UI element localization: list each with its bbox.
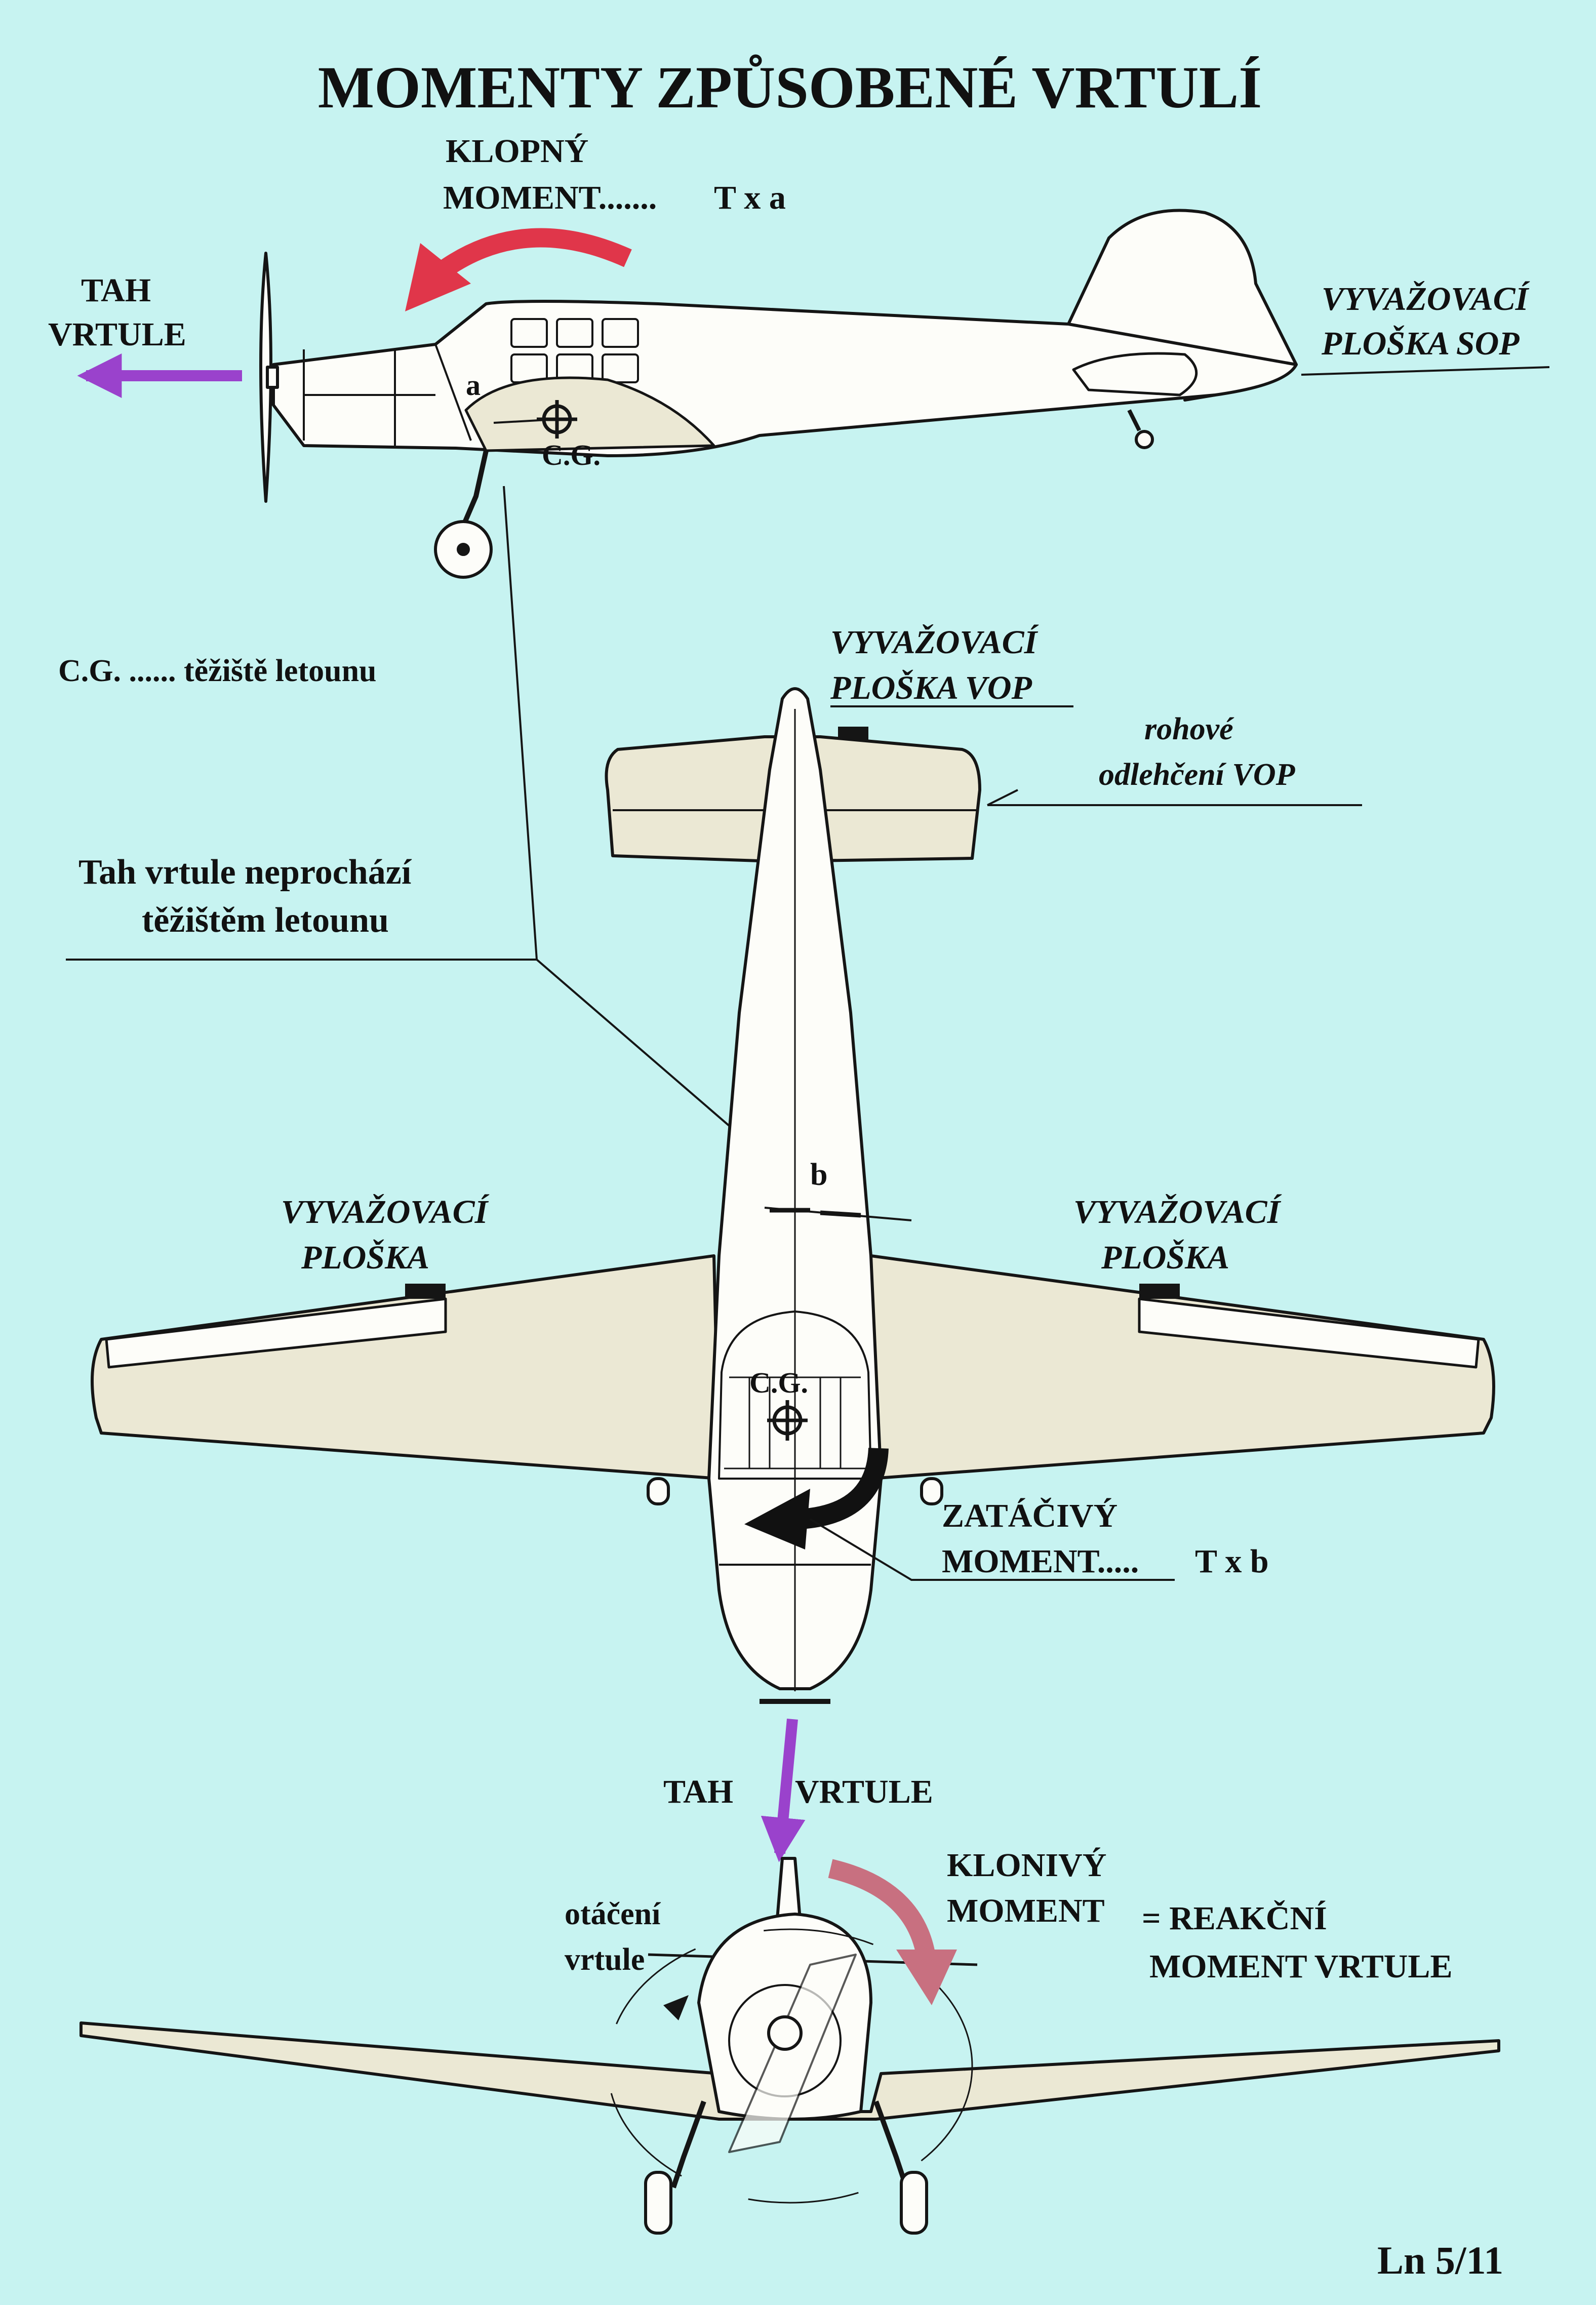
trim-left-label-1: VYVAŽOVACÍ xyxy=(281,1194,490,1230)
cg-legend: C.G. ...... těžiště letounu xyxy=(58,654,377,688)
side-stabilizer xyxy=(1072,352,1198,396)
side-wing xyxy=(464,376,715,452)
pitch-moment-label-2: MOMENT....... xyxy=(443,179,657,216)
roll-moment-label-2: MOMENT xyxy=(947,1892,1105,1929)
top-thrust-arrow xyxy=(761,1718,806,1862)
horn-label-1: rohové xyxy=(1144,712,1234,746)
rotation-arrow xyxy=(663,1995,689,2020)
top-thrust-word-2: VRTULE xyxy=(795,1773,933,1810)
top-canopy xyxy=(718,1310,872,1480)
side-thrust-label-1: TAH xyxy=(81,272,151,309)
front-right-wheel xyxy=(900,2171,928,2235)
trim-sop-leader xyxy=(1301,366,1550,376)
thrust-line-leader xyxy=(503,486,816,1201)
reaction-label-2: MOMENT VRTULE xyxy=(1149,1948,1452,1985)
side-view-aircraft xyxy=(259,209,1298,579)
trim-left-label-2: PLOŠKA xyxy=(301,1239,429,1276)
trim-sop-label-2: PLOŠKA SOP xyxy=(1321,325,1520,362)
pitch-formula: T x a xyxy=(714,179,786,216)
page-title: MOMENTY ZPŮSOBENÉ VRTULÍ xyxy=(318,54,1262,121)
left-trim-tab xyxy=(105,1297,447,1369)
note-line-2: těžištěm letounu xyxy=(142,901,389,940)
top-arm-label: b xyxy=(810,1158,827,1192)
horn-label-2: odlehčení VOP xyxy=(1099,758,1296,792)
top-left-wing xyxy=(91,1254,721,1480)
trim-vop-label-2: PLOŠKA VOP xyxy=(830,669,1032,706)
trim-sop-label-1: VYVAŽOVACÍ xyxy=(1322,281,1530,317)
front-view-aircraft xyxy=(79,1857,1500,2235)
top-thrust-word-1: TAH xyxy=(663,1773,733,1810)
page-reference: Ln 5/11 xyxy=(1377,2238,1503,2282)
side-arm-label: a xyxy=(466,369,481,402)
yaw-moment-label-1: ZATÁČIVÝ xyxy=(942,1497,1118,1534)
side-thrust-label-2: VRTULE xyxy=(48,316,186,353)
pitch-moment-arrow xyxy=(440,228,632,276)
rotation-label-1: otáčení xyxy=(565,1897,661,1931)
trim-right-label-2: PLOŠKA xyxy=(1101,1239,1229,1276)
top-view-aircraft xyxy=(91,687,1495,1704)
vop-trim-actuator xyxy=(838,727,868,740)
reaction-label-1: = REAKČNÍ xyxy=(1142,1900,1327,1937)
trim-vop-label-1: VYVAŽOVACÍ xyxy=(830,624,1039,661)
roll-moment-arrow xyxy=(828,1859,936,1962)
rotation-label-2: vrtule xyxy=(565,1942,645,1977)
yaw-moment-label-2: MOMENT..... xyxy=(942,1543,1139,1580)
left-trim-actuator xyxy=(405,1284,446,1299)
right-trim-tab xyxy=(1138,1297,1480,1369)
yaw-leader xyxy=(809,1518,1175,1581)
yaw-formula: T x b xyxy=(1195,1543,1269,1580)
side-cg-label: C.G. xyxy=(542,439,601,471)
top-cg-label: C.G. xyxy=(749,1366,808,1399)
note-line-1: Tah vrtule neprochází xyxy=(78,853,412,892)
roll-moment-label-1: KLONIVÝ xyxy=(947,1847,1106,1884)
right-trim-actuator xyxy=(1139,1284,1180,1299)
trim-right-label-1: VYVAŽOVACÍ xyxy=(1073,1194,1282,1230)
yaw-moment-arrow xyxy=(799,1447,889,1529)
front-left-wheel xyxy=(644,2171,672,2235)
pitch-moment-label-1: KLOPNÝ xyxy=(446,133,588,170)
propeller-disk xyxy=(607,1928,973,2204)
top-right-wing xyxy=(869,1254,1495,1480)
cabin-windows xyxy=(510,318,639,383)
